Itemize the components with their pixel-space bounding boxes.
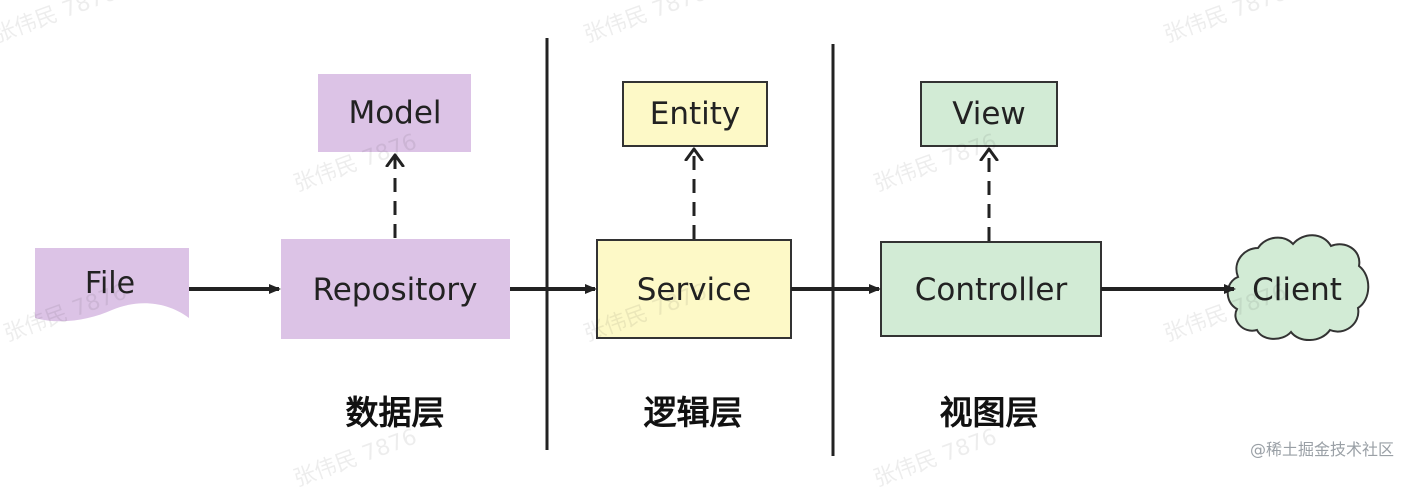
file-node <box>35 248 189 322</box>
layer-label-view: 视图层 <box>940 393 1039 432</box>
view-node <box>920 81 1058 147</box>
client-node <box>1226 234 1370 341</box>
model-node <box>318 74 471 152</box>
service-node <box>596 239 792 339</box>
layer-label-logic: 逻辑层 <box>644 393 743 432</box>
repository-node <box>281 239 510 339</box>
footer-credit: @稀土掘金技术社区 <box>1249 440 1394 459</box>
entity-label: Entity <box>650 96 741 132</box>
service-label: Service <box>637 272 752 308</box>
layer-label-data: 数据层 <box>346 393 445 432</box>
view-label: View <box>952 96 1026 132</box>
model-label: Model <box>348 95 441 131</box>
diagram-canvas: File Repository Model Service Entity Con… <box>35 38 1370 456</box>
client-label: Client <box>1252 272 1342 308</box>
controller-label: Controller <box>915 272 1068 308</box>
entity-node <box>622 81 768 147</box>
file-label: File <box>85 266 135 301</box>
repository-label: Repository <box>313 272 478 308</box>
